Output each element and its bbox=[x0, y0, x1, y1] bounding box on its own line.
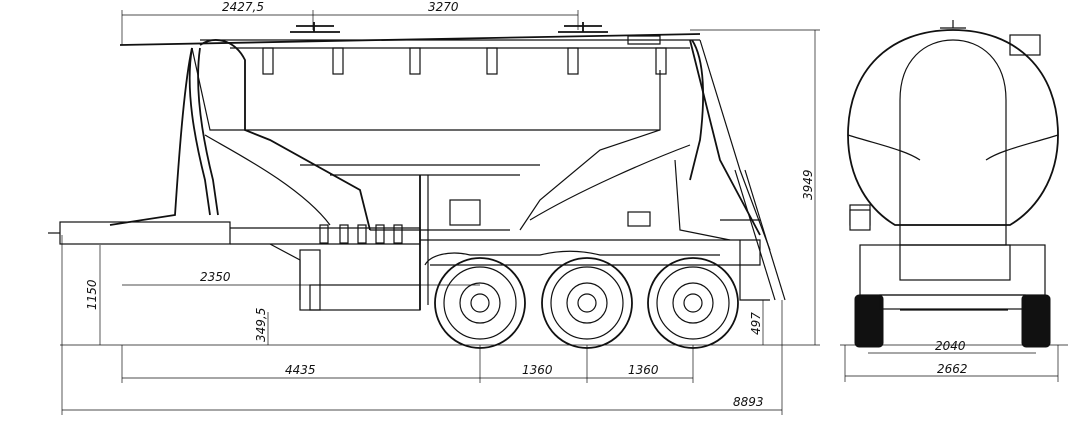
dimension-lines bbox=[60, 10, 1068, 415]
dim-ground-clearance-rear: 497 bbox=[749, 312, 763, 335]
dim-length-total: 8893 bbox=[733, 395, 764, 409]
side-view bbox=[48, 22, 786, 349]
rear-view bbox=[847, 20, 1059, 348]
chassis-frame bbox=[48, 175, 770, 311]
dim-height-total: 3949 bbox=[801, 169, 815, 200]
dim-axle-spacing-2: 1360 bbox=[628, 363, 659, 377]
dimension-labels: 2427,5 3270 3949 1150 2350 349,5 497 443… bbox=[85, 0, 968, 409]
top-walkway bbox=[119, 22, 701, 75]
tank-body bbox=[109, 39, 786, 301]
dim-top-right: 3270 bbox=[428, 0, 459, 14]
dim-wheelbase-front: 4435 bbox=[285, 363, 316, 377]
dim-height-frame: 1150 bbox=[85, 279, 99, 310]
dim-track-width: 2040 bbox=[935, 339, 966, 353]
dim-overall-width: 2662 bbox=[937, 362, 968, 376]
dim-ground-clearance-front: 349,5 bbox=[254, 308, 268, 342]
wheel-front-axle bbox=[434, 257, 526, 349]
dim-kingpin-to-axle: 2350 bbox=[200, 270, 231, 284]
dim-top-left: 2427,5 bbox=[222, 0, 264, 14]
dim-axle-spacing-1: 1360 bbox=[522, 363, 553, 377]
wheel-middle-axle bbox=[541, 257, 633, 349]
wheel-rear-axle bbox=[647, 257, 739, 349]
